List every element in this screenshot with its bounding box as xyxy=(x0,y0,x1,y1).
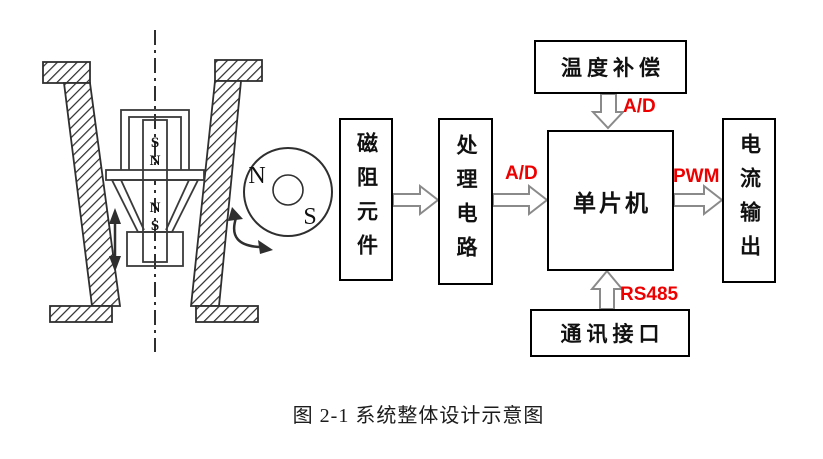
magnet-pole-letters: S N N S xyxy=(150,135,161,234)
ring-south-label: S xyxy=(303,204,316,230)
block-magnetoresistive-element: 磁阻元件 xyxy=(339,118,393,281)
block-temperature-compensation: 温度补偿 xyxy=(534,40,687,94)
arrow-right-icon xyxy=(673,183,724,217)
ring-magnet: N S xyxy=(243,147,333,237)
signal-label-rs485: RS485 xyxy=(620,284,679,305)
arrow-up-icon xyxy=(589,269,625,310)
pole-letter: N xyxy=(150,200,161,216)
figure-caption: 图 2-1 系统整体设计示意图 xyxy=(292,405,545,427)
block-label: 单片机 xyxy=(573,189,651,216)
block-current-output: 电流输出 xyxy=(722,118,776,283)
block-label: 处理电路 xyxy=(454,133,477,270)
block-processing-circuit: 处理电路 xyxy=(438,118,493,285)
float-assembly xyxy=(105,109,205,267)
signal-label-ad-top: A/D xyxy=(623,96,656,117)
block-label: 磁阻元件 xyxy=(354,131,378,268)
block-label: 通讯接口 xyxy=(560,323,665,346)
pole-letter: N xyxy=(150,153,161,169)
signal-label-ad-mid: A/D xyxy=(505,163,538,184)
arrow-right-icon xyxy=(392,183,440,217)
arrow-right-icon xyxy=(492,183,549,217)
rotation-motion-arrow-icon xyxy=(228,207,273,254)
pole-letter: S xyxy=(151,218,159,234)
vertical-motion-arrow-icon xyxy=(109,208,121,272)
block-communication-interface: 通讯接口 xyxy=(530,309,690,357)
ring-north-label: N xyxy=(248,163,265,189)
signal-label-pwm: PWM xyxy=(673,166,720,187)
right-wall xyxy=(189,59,263,323)
left-wall xyxy=(42,61,122,323)
sensor-cross-section: S N N S N S xyxy=(42,30,333,352)
block-microcontroller: 单片机 xyxy=(547,130,674,271)
block-label: 温度补偿 xyxy=(561,57,665,80)
pole-letter: S xyxy=(151,135,159,151)
block-label: 电流输出 xyxy=(737,132,761,269)
flow-arrows xyxy=(392,93,724,310)
arrow-down-icon xyxy=(590,93,626,130)
